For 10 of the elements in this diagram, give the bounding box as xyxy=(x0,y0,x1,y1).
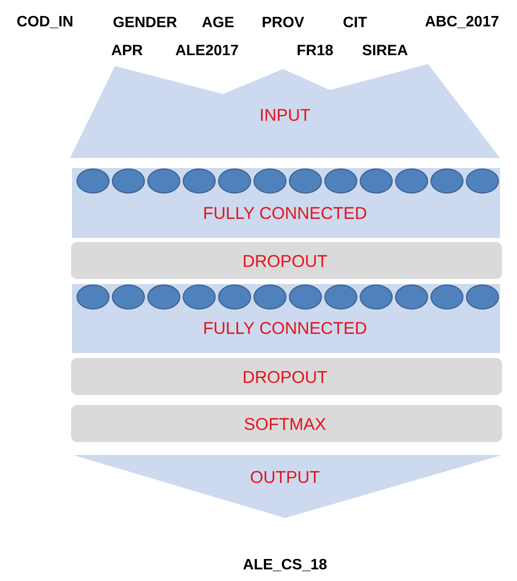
output-label: ALE_CS_18 xyxy=(243,558,327,572)
input-label: GENDER xyxy=(114,16,177,28)
layer-box: DROPOUT xyxy=(71,358,502,395)
input-label: PROV xyxy=(262,16,304,28)
input-label: ABC_2017 xyxy=(425,16,498,28)
layer-box: SOFTMAX xyxy=(71,405,502,442)
input-label: AGE xyxy=(202,16,234,28)
input-label: CIT xyxy=(344,16,367,28)
layer-box: DROPOUT xyxy=(71,242,502,279)
input-label: COD_IN xyxy=(17,16,72,28)
